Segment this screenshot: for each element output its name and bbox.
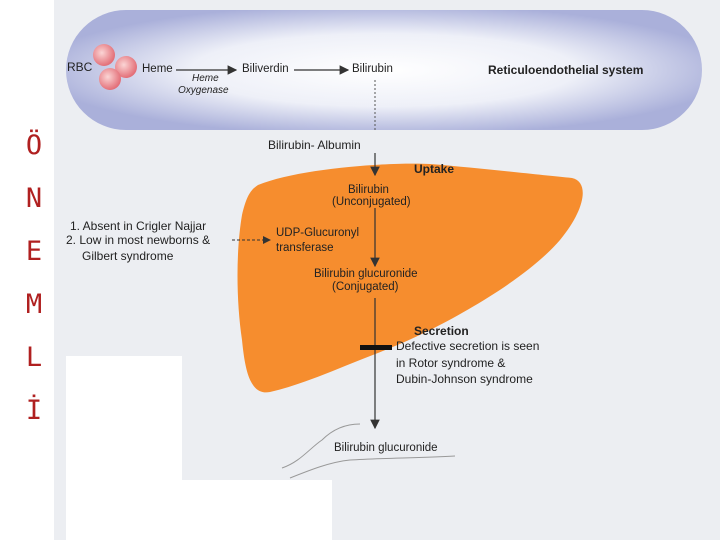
note-line-3: Gilbert syndrome (82, 249, 174, 263)
heme-label: Heme (142, 63, 173, 75)
enzyme-ugt-label-1: UDP-Glucuronyl (276, 227, 360, 239)
rbc-cell (93, 44, 115, 66)
res-title: Reticuloendothelial system (488, 63, 644, 77)
biliverdin-label: Biliverdin (242, 63, 289, 75)
secretion-block-bar (360, 345, 392, 350)
enzyme-label-1: Heme (192, 73, 219, 84)
defect-line-3: Dubin-Johnson syndrome (396, 372, 533, 386)
unconjugated-label-1: Bilirubin (348, 184, 389, 196)
side-letter: N (25, 183, 43, 214)
bile-product-label: Bilirubin glucuronide (334, 442, 438, 454)
rbc-cell (115, 56, 137, 78)
defect-line-2: in Rotor syndrome & (396, 356, 506, 370)
white-block (182, 480, 332, 540)
bile-duct-line (289, 455, 456, 479)
secretion-label: Secretion (414, 324, 469, 338)
unconjugated-label-2: (Unconjugated) (332, 196, 411, 208)
rbc-cell (99, 68, 121, 90)
note-line-1: 1. Absent in Crigler Najjar (70, 219, 207, 233)
side-letter: Ö (25, 130, 43, 161)
enzyme-label-2: Oxygenase (178, 85, 229, 96)
conjugated-label-1: Bilirubin glucuronide (314, 268, 418, 280)
enzyme-ugt-label-2: transferase (276, 242, 334, 254)
conjugated-label-2: (Conjugated) (332, 281, 399, 293)
note-line-2: 2. Low in most newborns & (66, 233, 211, 247)
bilirubin-albumin-label: Bilirubin- Albumin (268, 138, 361, 152)
side-letter: L (25, 342, 43, 373)
liver-shape (237, 163, 583, 393)
rbc-label: RBC (67, 60, 93, 74)
side-strip: Ö N E M L İ (0, 0, 54, 540)
bile-duct-line (281, 423, 361, 469)
side-letter: İ (25, 395, 43, 426)
side-letter: E (25, 236, 43, 267)
reticuloendothelial-band (66, 10, 702, 130)
bilirubin-label: Bilirubin (352, 63, 393, 75)
uptake-label: Uptake (414, 162, 455, 176)
defect-line-1: Defective secretion is seen (396, 339, 540, 353)
side-letter: M (25, 289, 43, 320)
white-block (66, 356, 182, 540)
